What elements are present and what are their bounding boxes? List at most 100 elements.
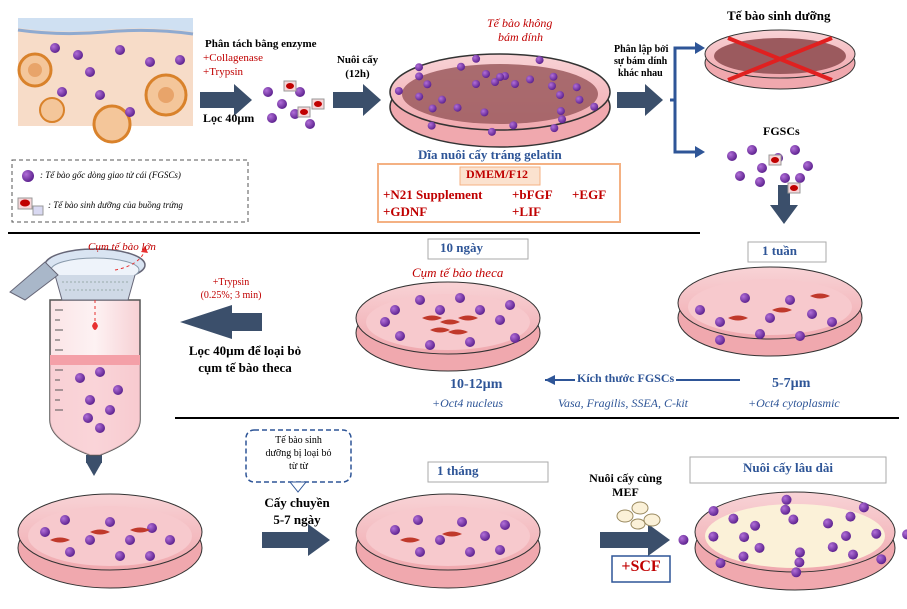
fgsc-cell	[115, 551, 125, 561]
fgsc-cell	[95, 423, 105, 433]
cell-group	[40, 43, 907, 578]
fgsc-cell	[380, 317, 390, 327]
fgsc-cell	[790, 145, 800, 155]
collagenase-label: +Collagenase	[203, 52, 263, 64]
fgsc-cell	[482, 70, 490, 78]
mef-icon	[616, 501, 661, 530]
fgsc-cell	[556, 91, 564, 99]
arrows	[86, 84, 798, 556]
arrow-mef	[600, 524, 670, 556]
fgsc-cell	[435, 305, 445, 315]
fgsc-cell	[453, 103, 462, 112]
arrow-2	[333, 84, 381, 116]
fgsc-cell	[547, 82, 556, 91]
fgsc-cell	[425, 340, 435, 350]
size-label: Kích thước FGSCs	[575, 371, 677, 386]
spindle-cell	[442, 531, 462, 537]
medium-title: DMEM/F12	[466, 167, 528, 181]
fgsc-cell	[876, 554, 887, 565]
legend-fgsc-icon	[22, 170, 34, 182]
passage-line1: Cấy chuyền	[264, 495, 330, 510]
fgsc-cell	[472, 80, 480, 88]
fgsc-cell	[572, 83, 581, 92]
large-cluster-label: Cụm tế bào lớn	[88, 241, 156, 253]
dish-1week	[677, 266, 863, 357]
centrifuge-tube	[9, 246, 148, 456]
fgsc-cell	[727, 151, 737, 161]
fgsc-cell	[794, 557, 805, 568]
nonadherent-line2: bám dính	[498, 30, 543, 44]
fgsc-cell	[415, 547, 425, 557]
somatic-title: Tế bào sinh dưỡng	[727, 8, 831, 23]
fgsc-cell	[715, 335, 725, 345]
fgsc-cell	[115, 45, 125, 55]
fgsc-cell	[165, 535, 175, 545]
month1-label: 1 tháng	[437, 463, 479, 478]
fgsc-cell	[267, 113, 277, 123]
week1-label: 1 tuần	[762, 243, 798, 258]
fgsc-cell	[277, 99, 287, 109]
mef-line2: MEF	[612, 485, 639, 499]
fgsc-cell	[85, 535, 95, 545]
fgsc-cell	[423, 80, 432, 89]
spindle-cell	[448, 329, 468, 335]
fgsc-cell	[65, 547, 75, 557]
fgsc-cell	[871, 528, 882, 539]
fgsc-cell	[95, 90, 105, 100]
fgsc-cell	[305, 119, 315, 129]
supplement-egf: +EGF	[572, 187, 607, 202]
fgsc-cell	[113, 385, 123, 395]
fgsc-cell	[715, 317, 725, 327]
theca-cluster-label: Cụm tế bào theca	[412, 265, 504, 280]
fgsc-cell	[708, 506, 719, 517]
fgsc-cell	[435, 535, 445, 545]
fgsc-cell	[50, 43, 60, 53]
size-right: 5-7µm	[772, 376, 811, 391]
fgsc-cell	[415, 63, 424, 72]
fgsc-cell	[740, 293, 750, 303]
fgsc-cell	[487, 127, 496, 136]
day10-box	[427, 238, 529, 260]
fgsc-cell	[495, 315, 505, 325]
spindle-cell	[772, 307, 792, 313]
fgsc-cell	[455, 293, 465, 303]
week1-box	[747, 241, 827, 263]
fgsc-cell	[794, 547, 805, 558]
supplement-n21: +N21 Supplement	[383, 187, 483, 202]
fgsc-cell	[510, 333, 520, 343]
supplement-bfgf: +bFGF	[512, 187, 553, 202]
fgsc-cell	[465, 547, 475, 557]
ovary-tissue	[17, 18, 194, 144]
spindle-cell	[810, 293, 830, 299]
fgsc-cell	[765, 313, 775, 323]
fgsc-cell	[73, 50, 83, 60]
fgsc-cell	[755, 329, 765, 339]
markers-label: Vasa, Fragilis, SSEA, C-kit	[558, 396, 688, 410]
fgsc-cell	[83, 413, 93, 423]
fgsc-cell	[739, 532, 750, 543]
fgsc-cell	[85, 67, 95, 77]
dish-caption: Dĩa nuôi cấy tráng gelatin	[418, 147, 562, 162]
arrow-passage	[262, 524, 330, 556]
fgsc-cell	[757, 163, 767, 173]
spindle-cell	[430, 327, 450, 333]
fgsc-cell	[590, 102, 599, 111]
oct4-nucleus: +Oct4 nucleus	[432, 396, 504, 410]
arrow-down-tube	[86, 462, 102, 476]
legend-box	[11, 159, 249, 223]
fgsc-cell	[491, 78, 499, 86]
spindle-cell	[422, 315, 442, 321]
fgsc-cell	[780, 173, 790, 183]
spindle-cell	[458, 315, 478, 321]
spindle-cell	[90, 529, 110, 535]
fgsc-cell	[105, 517, 115, 527]
supplement-lif: +LIF	[512, 204, 542, 219]
fgsc-cell	[511, 80, 519, 88]
fgsc-cell	[526, 75, 535, 84]
fgsc-cell	[105, 405, 115, 415]
spindle-cell	[50, 537, 70, 543]
fgsc-cell	[415, 72, 424, 81]
arrow-down-fgsc	[770, 185, 798, 224]
removed-line2: dưỡng bị loại bỏ	[265, 448, 332, 459]
